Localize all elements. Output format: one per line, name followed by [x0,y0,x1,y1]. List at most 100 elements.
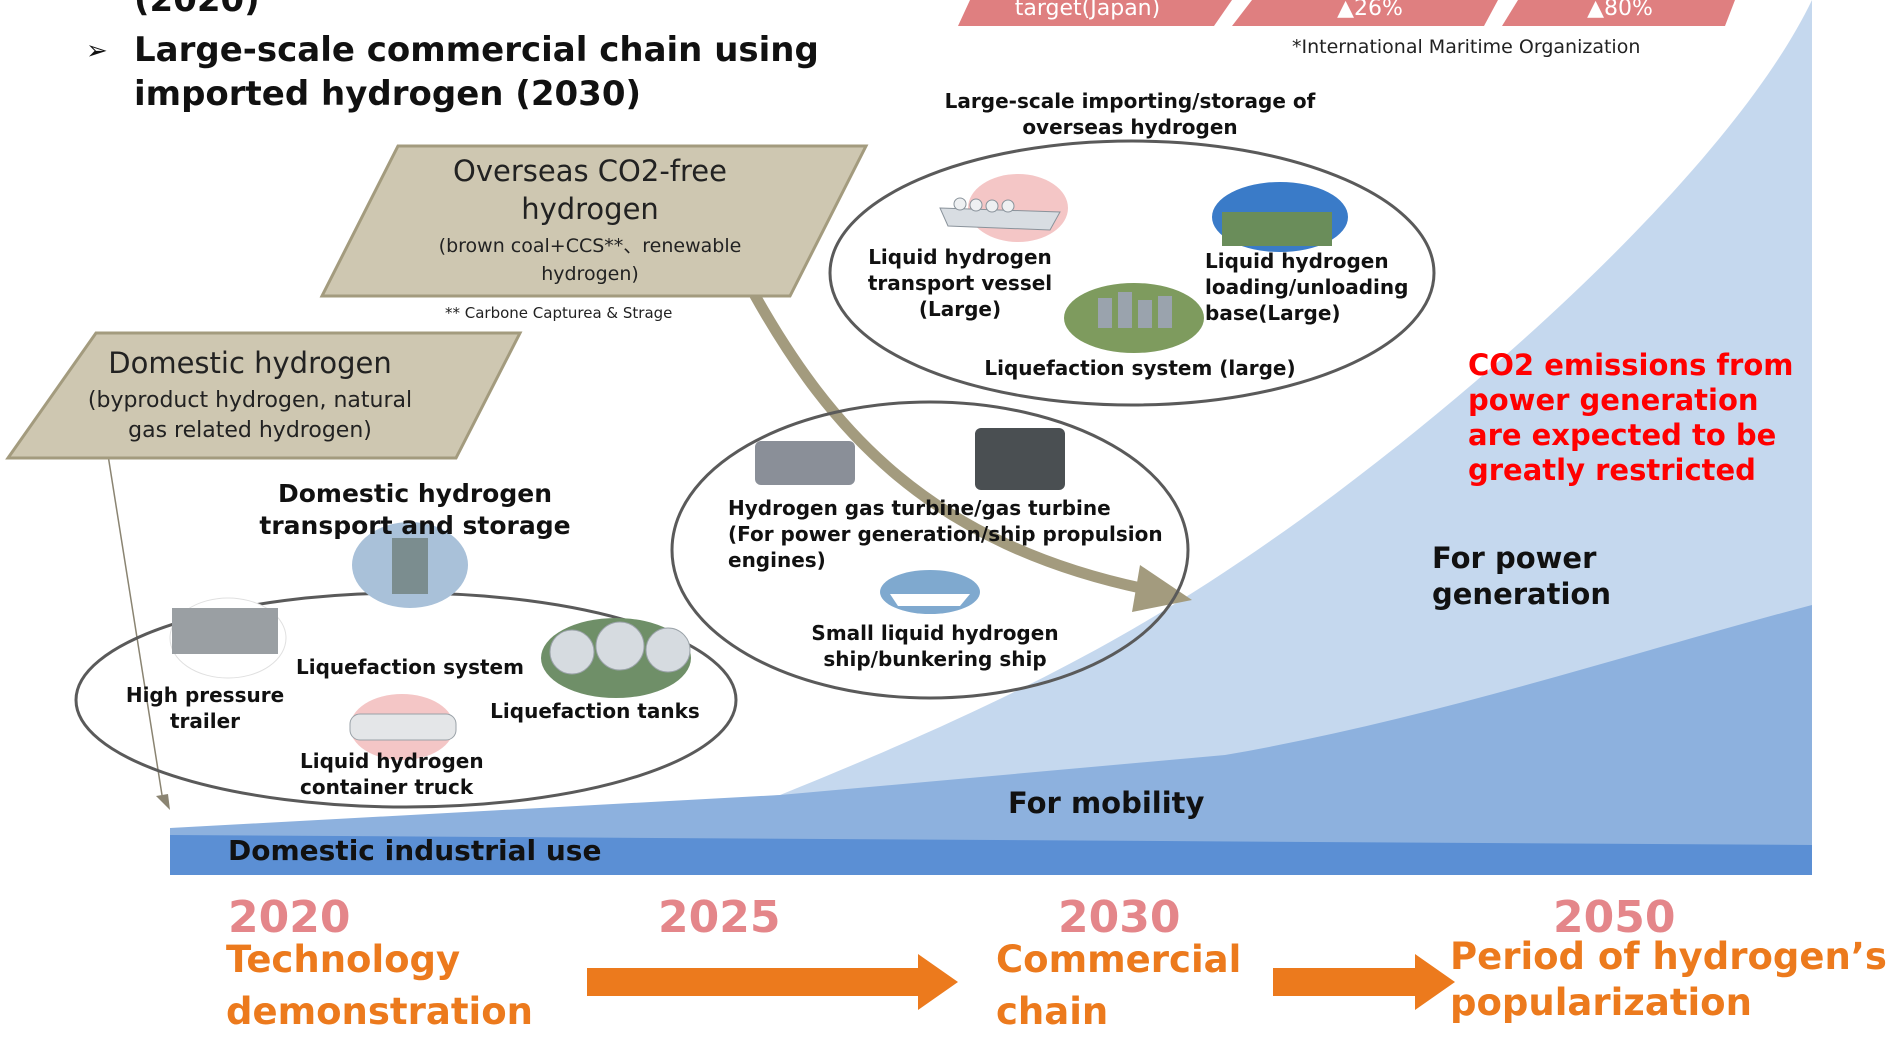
domestic-cluster-heading: Domestic hydrogen transport and storage [230,478,600,542]
header-cut-line: (2020) [134,0,260,20]
vessel-photo-domes [953,197,1015,213]
industrial-use-label: Domestic industrial use [228,834,602,867]
vessel-label: Liquid hydrogen transport vessel (Large) [860,244,1060,322]
phase-popularization: Period of hydrogen’s popularization [1450,934,1887,1026]
power-generation-label: For power generation [1432,540,1611,612]
domestic-flow-arrow [107,454,163,796]
truck-photo [349,713,457,741]
overseas-sub-line: hydrogen) [541,263,639,285]
overseas-title-line: Overseas CO2-free [453,154,727,188]
bullet-text-line: Large-scale commercial chain using [134,30,819,70]
bullet-text: Large-scale commercial chain using impor… [134,28,819,116]
bullet-text-line: imported hydrogen (2030) [134,74,642,114]
power-label-line: For power [1432,541,1597,575]
turbine-label: Hydrogen gas turbine/gas turbine (For po… [728,495,1188,573]
vessel-label-line: (Large) [918,297,1002,321]
mobility-area [170,605,1812,875]
imo-footnote: *International Maritime Organization [1292,36,1641,58]
timeline-arrow [1273,954,1455,1010]
phase-line: popularization [1450,981,1752,1024]
domestic-hydrogen-subtitle: (byproduct hydrogen, natural gas related… [40,386,460,446]
import-heading-line: Large-scale importing/storage of [944,89,1316,113]
year-2020: 2020 [228,892,351,943]
phase-line: demonstration [226,990,533,1033]
overseas-flow-arrow [748,289,1152,596]
year-2030: 2030 [1058,892,1181,943]
turbine-photo [755,441,855,485]
small-ship-photo-hull [890,594,970,606]
overseas-hydrogen-shape [319,144,869,298]
phase-line: Period of hydrogen’s [1450,935,1887,978]
trailer-label-line: trailer [169,709,241,733]
small-ship-photo [880,570,980,614]
liquefaction-system-photo-tower [392,538,428,594]
overseas-sub-line: (brown coal+CCS**、renewable [438,235,742,257]
phase-line: Technology [226,938,461,981]
co2-restriction-note: CO2 emissions from power generation are … [1468,348,1794,488]
tanks-photo-spheres [549,621,691,675]
phase-line: chain [996,990,1109,1033]
domestic-heading-line: transport and storage [259,511,571,540]
liquefaction-large-photo-buildings [1098,292,1172,328]
import-cluster-ellipse [828,139,1436,407]
vessel-label-line: Liquid hydrogen [868,245,1052,269]
liquefaction-system-label: Liquefaction system [296,655,524,679]
domestic-sub-line: (byproduct hydrogen, natural [87,388,413,413]
phase-line: Commercial [996,938,1242,981]
turbine-label-line: engines) [728,548,826,572]
truck-label-line: Liquid hydrogen [300,749,484,773]
ccs-footnote: ** Carbone Capturea & Strage [445,304,673,322]
liquefaction-large-label: Liquefaction system (large) [984,356,1296,380]
turbine-label-line: Hydrogen gas turbine/gas turbine [728,496,1111,520]
year-2050: 2050 [1553,892,1676,943]
target-value-2050: ▲80% [1530,0,1710,26]
tanks-label: Liquefaction tanks [490,699,700,723]
vessel-photo-highlight [968,174,1068,242]
truck-label-line: container truck [300,775,474,799]
domestic-hydrogen-title: Domestic hydrogen [108,346,392,380]
mobility-label: For mobility [1008,786,1205,820]
import-cluster-heading: Large-scale importing/storage of oversea… [930,88,1330,140]
trailer-label-line: High pressure [125,683,285,707]
co2-note-line: are expected to be [1468,418,1777,452]
co2-note-line: greatly restricted [1468,453,1756,487]
target-label: target(Japan) [985,0,1190,26]
import-heading-line: overseas hydrogen [1022,115,1238,139]
timeline-arrow [587,954,958,1010]
turbine-cluster-ellipse [670,400,1190,700]
co2-note-line: CO2 emissions from [1468,348,1794,382]
domestic-hydrogen-shape [5,331,523,460]
overseas-flow-arrowhead [1132,565,1192,612]
turbine-label-line: (For power generation/ship propulsion [728,522,1163,546]
domestic-heading-line: Domestic hydrogen [278,479,552,508]
vessel-label-line: transport vessel [867,271,1053,295]
base-label-line: base(Large) [1205,301,1341,325]
year-2025: 2025 [658,892,781,943]
overseas-hydrogen-title: Overseas CO2-free hydrogen [380,152,800,228]
power-generation-area [170,0,1812,875]
base-label-line: loading/unloading [1205,275,1409,299]
vessel-photo [939,207,1061,231]
power-label-line: generation [1432,577,1611,611]
industrial-use-band [170,835,1812,875]
small-ship-label-line: Small liquid hydrogen [811,621,1059,645]
domestic-sub-line: gas related hydrogen) [128,418,372,443]
phase-commercial-chain: Commercial chain [996,934,1241,1038]
truck-label: Liquid hydrogen container truck [300,748,510,800]
trailer-label: High pressure trailer [110,682,300,734]
target-value-2030: ▲26% [1270,0,1470,26]
bullet-arrow-icon: ➢ [86,36,108,66]
co2-note-line: power generation [1468,383,1759,417]
overseas-title-line: hydrogen [521,192,659,226]
base-photo-land [1222,212,1332,246]
base-label-line: Liquid hydrogen [1205,249,1389,273]
domestic-flow-arrowhead [156,794,170,810]
phase-technology-demonstration: Technology demonstration [226,934,533,1038]
overseas-hydrogen-subtitle: (brown coal+CCS**、renewable hydrogen) [380,232,800,288]
trailer-photo-box [172,608,278,654]
small-ship-label-line: ship/bunkering ship [823,647,1047,671]
liquefaction-large-photo [1064,283,1204,353]
engine-photo [975,428,1065,490]
base-label: Liquid hydrogen loading/unloading base(L… [1205,248,1425,326]
